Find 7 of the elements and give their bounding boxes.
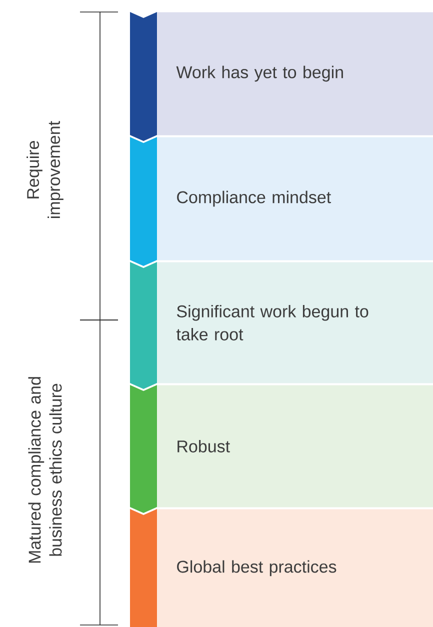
stage-band: Global best practices [130,509,433,627]
stage-band: Compliance mindset [130,137,433,266]
stage-band: Significant work begun to take root [130,262,433,389]
stage-band: Robust [130,385,433,513]
bracket-label: Matured compliance and business ethics culture [28,377,62,563]
stage-band: Work has yet to begin [130,12,433,141]
bracket-label: Require improvement [26,121,64,218]
